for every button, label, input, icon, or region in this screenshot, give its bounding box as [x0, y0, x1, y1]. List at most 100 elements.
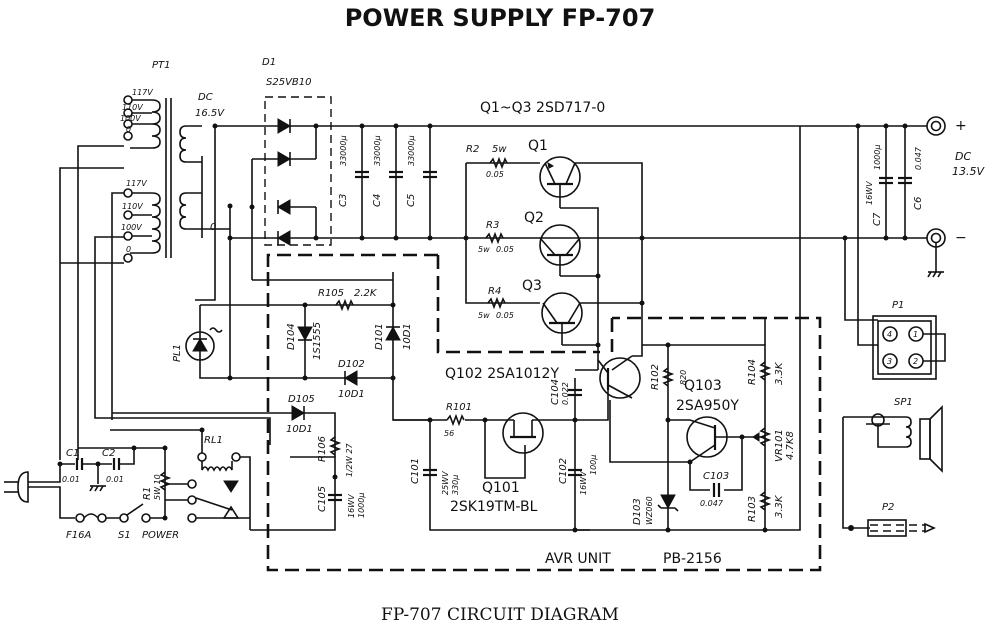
svg-text:16WV: 16WV: [579, 471, 588, 495]
svg-text:C103: C103: [703, 471, 729, 482]
diode-d103: [660, 494, 676, 510]
secondary-coil-upper: [179, 125, 202, 163]
svg-text:4.7K8: 4.7K8: [785, 431, 796, 460]
avr-unit-label: AVR UNIT: [545, 551, 611, 567]
power-switch-s1[interactable]: [106, 503, 165, 523]
capacitor-c4: 33000µ C4: [372, 126, 403, 238]
resistor-r101: [446, 413, 465, 427]
output-positive-terminal[interactable]: [926, 116, 946, 136]
svg-text:Q3: Q3: [522, 278, 542, 294]
svg-text:Q103: Q103: [684, 378, 722, 394]
svg-text:33000µ: 33000µ: [339, 135, 348, 166]
svg-text:R2: R2: [466, 144, 479, 155]
ac-plug-icon: [4, 471, 29, 503]
rectifier-package: [264, 96, 332, 246]
svg-text:100V: 100V: [120, 114, 141, 123]
svg-text:0.01: 0.01: [62, 475, 80, 484]
svg-text:VR101: VR101: [774, 429, 785, 462]
svg-text:C104: C104: [550, 379, 561, 405]
svg-text:1000µ: 1000µ: [357, 493, 366, 518]
avr-reference: D104 1S1555 R105 2.2K D101 10D1 D102 10D…: [252, 272, 430, 421]
svg-text:PL1: PL1: [172, 344, 183, 362]
svg-text:1: 1: [913, 330, 918, 339]
avr-bias: D105 10D1 R106 1/2W 27 C105 16WV 1000µ: [112, 394, 366, 531]
svg-text:0.047: 0.047: [914, 146, 923, 170]
svg-text:1S1555: 1S1555: [312, 322, 323, 360]
relay-rl1: RL1: [110, 427, 251, 530]
svg-text:R104: R104: [747, 359, 758, 385]
svg-text:Q2: Q2: [524, 210, 544, 226]
capacitor-c5: 33000µ C5: [406, 126, 437, 238]
transistor-q2: Q2: [524, 210, 581, 276]
filter-capacitors: 33000µ C3 33000µ C4 33000µ C5: [338, 123, 437, 241]
svg-text:C101: C101: [410, 458, 421, 484]
svg-text:820: 820: [679, 370, 688, 385]
svg-text:C6: C6: [913, 197, 924, 210]
svg-text:C2: C2: [102, 448, 115, 459]
transistor-q3: Q3: [522, 278, 583, 345]
svg-text:3: 3: [887, 357, 892, 366]
output-section: 1000µ 16WV C7 0.047 C6 + − DC 13.5V: [842, 116, 985, 346]
svg-text:WZ060: WZ060: [645, 496, 654, 525]
capacitor-c3: 33000µ C3: [338, 126, 369, 238]
output-negative-terminal[interactable]: [926, 228, 946, 248]
diode-d102: [344, 370, 358, 386]
svg-text:R3: R3: [486, 220, 499, 231]
svg-text:5w: 5w: [478, 311, 490, 320]
svg-text:5w: 5w: [478, 245, 490, 254]
svg-text:10D1: 10D1: [338, 389, 365, 400]
svg-text:0.05: 0.05: [496, 311, 514, 320]
avr-sense: R102 820 Q103 2SA950Y C103 0.047 D103 WZ…: [575, 126, 801, 533]
svg-text:2SA950Y: 2SA950Y: [676, 398, 739, 414]
svg-text:C102: C102: [558, 458, 569, 484]
fuse-f16a: [75, 513, 107, 523]
svg-text:2SK19TM-BL: 2SK19TM-BL: [450, 499, 538, 515]
input-section: C1 0.01 C2 0.01 R1 5W 10 F16A S1 POWER: [4, 427, 251, 541]
primary-coil-lower: [130, 192, 161, 254]
svg-text:R4: R4: [488, 286, 501, 297]
svg-text:D105: D105: [288, 394, 315, 405]
avr-unit-part: PB-2156: [663, 551, 722, 567]
svg-text:P2: P2: [882, 502, 894, 513]
svg-text:2.2K: 2.2K: [354, 288, 378, 299]
svg-text:R106: R106: [317, 436, 328, 462]
wire: [77, 145, 124, 460]
svg-text:D104: D104: [286, 323, 297, 350]
resistor-r3: [485, 231, 504, 245]
pass-transistor-label: Q1~Q3 2SD717-0: [480, 100, 605, 116]
svg-text:0: 0: [210, 222, 216, 233]
svg-text:C4: C4: [372, 194, 383, 207]
svg-text:100V: 100V: [121, 223, 142, 232]
diode-d105: [291, 405, 305, 421]
svg-text:C1: C1: [66, 448, 79, 459]
svg-text:117V: 117V: [132, 88, 153, 97]
svg-text:0.01: 0.01: [106, 475, 124, 484]
svg-text:0.05: 0.05: [496, 245, 514, 254]
svg-text:110V: 110V: [122, 202, 143, 211]
transistor-q101: [485, 412, 575, 454]
secondary-coil-lower: [179, 192, 230, 230]
ground-icon: [927, 271, 944, 278]
svg-text:0: 0: [126, 125, 131, 134]
bridge-rectifier-d1: D1 S25VB10: [249, 57, 332, 280]
svg-text:0.05: 0.05: [486, 170, 504, 179]
svg-text:RL1: RL1: [204, 435, 223, 446]
svg-text:16WV: 16WV: [865, 181, 874, 205]
svg-text:16.5V: 16.5V: [195, 108, 225, 119]
resistor-r102: [661, 367, 675, 387]
tap-terminal: [123, 95, 133, 105]
svg-text:C3: C3: [338, 194, 349, 207]
plug-p2: P2: [848, 502, 936, 537]
q102-label: Q102 2SA1012Y: [445, 366, 559, 382]
ground-icon: [89, 485, 106, 492]
svg-text:+: +: [955, 118, 967, 134]
potentiometer-vr101[interactable]: [758, 427, 772, 447]
resistor-r103: [758, 491, 772, 511]
pass-transistors: R2 5w 0.05 R3 5w 0.05 R4 5w 0.05 Q1: [463, 138, 645, 370]
svg-text:Q101: Q101: [482, 480, 520, 496]
svg-text:S25VB10: S25VB10: [266, 77, 312, 88]
avr-error-amp: R101 56 Q101 2SK19TM-BL C101 25WV 330µ C…: [393, 369, 609, 533]
resistor-r2: [489, 156, 508, 170]
transistor-q102: [597, 345, 643, 400]
